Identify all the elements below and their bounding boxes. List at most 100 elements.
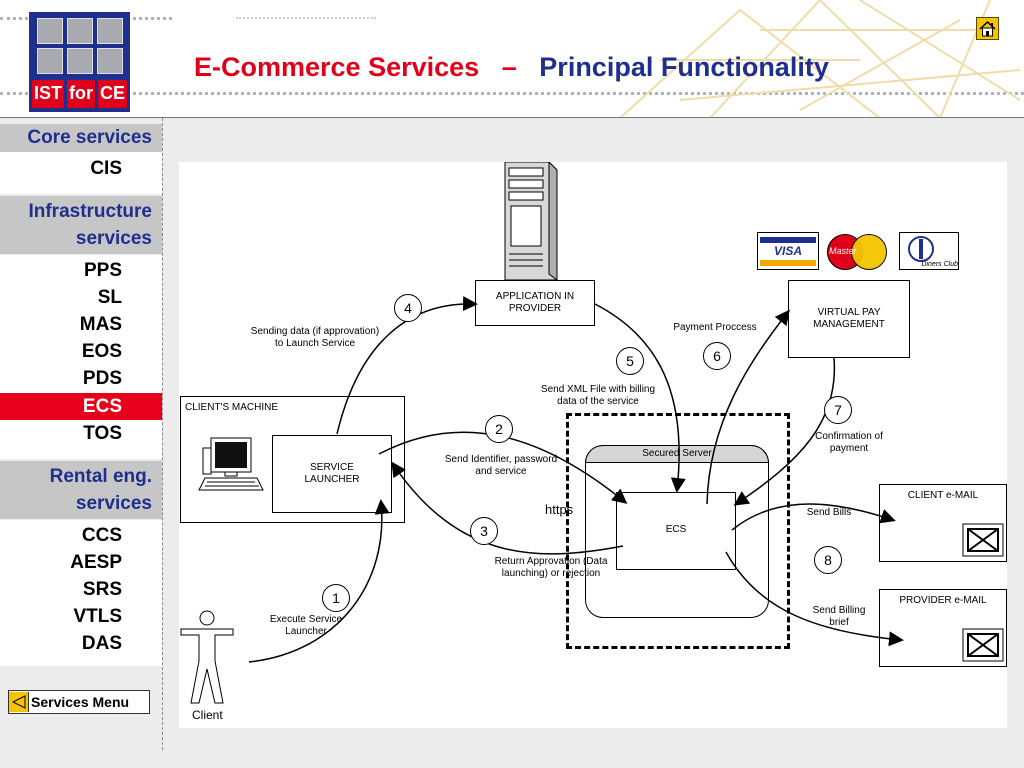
step-label: Execute Service Launcher — [255, 614, 357, 638]
heading-line: Infrastructure — [28, 201, 152, 222]
label-line: payment — [829, 443, 869, 454]
sidebar-item-mas[interactable]: MAS — [79, 314, 122, 335]
sidebar-divider — [162, 118, 163, 750]
box-label: VIRTUAL PAY — [817, 307, 881, 318]
sidebar-heading-infrastructure: Infrastructure services — [0, 196, 162, 254]
sidebar-item-vtls[interactable]: VTLS — [73, 606, 122, 627]
sidebar-group — [0, 520, 162, 666]
heading-line: services — [75, 493, 152, 514]
label-line: Send Billing — [812, 605, 866, 616]
decorative-sketch — [619, 0, 1021, 118]
box-label: CLIENT'S MACHINE — [185, 402, 279, 413]
sidebar-heading-rental: Rental eng. services — [0, 461, 162, 519]
label-line: Send Identifier, password — [444, 454, 558, 465]
sidebar-item-pps[interactable]: PPS — [83, 260, 122, 281]
sidebar: Core services CIS Infrastructure service… — [0, 118, 162, 768]
flow-arrows — [248, 296, 904, 663]
master-label: Master — [829, 246, 857, 256]
box-label: PROVIDER — [508, 303, 562, 314]
computer-icon — [198, 437, 264, 491]
back-arrow-icon — [9, 692, 29, 712]
label-line: Send XML File with billing — [540, 384, 656, 395]
label-line: and service — [475, 466, 527, 477]
step-label: Sending data (if approvation) to Launch … — [235, 326, 395, 350]
label-line: Launcher — [285, 626, 327, 637]
home-icon — [979, 20, 996, 37]
provider-email-box: PROVIDER e-MAIL — [879, 589, 1007, 667]
sidebar-item-pds[interactable]: PDS — [82, 368, 122, 389]
label-line: brief — [829, 617, 849, 628]
sidebar-group — [0, 152, 162, 194]
box-label: LAUNCHER — [304, 474, 360, 485]
client-email-box: CLIENT e-MAIL — [879, 484, 1007, 562]
step-label: Send Identifier, password and service — [427, 454, 575, 478]
title-part: Principal Functionality — [539, 52, 829, 82]
label-line: Confirmation of — [815, 431, 883, 442]
visa-label: VISA — [773, 244, 802, 258]
label-line: Execute Service — [269, 614, 343, 625]
title-dash: – — [501, 52, 517, 82]
sidebar-item-aesp[interactable]: AESP — [70, 552, 122, 573]
diners-label: Diners Club — [921, 261, 958, 268]
header: IST for CE E-Commerce Services – Princip… — [0, 0, 1024, 118]
step-label: Send XML File with billing data of the s… — [523, 384, 673, 408]
step-label: Send Bills — [806, 507, 852, 518]
label-line: Sending data (if approvation) — [250, 326, 380, 337]
title-part: E-Commerce Services — [194, 52, 480, 82]
heading-line: Rental eng. — [49, 466, 152, 487]
sidebar-item-ccs[interactable]: CCS — [81, 525, 122, 546]
step-number: 7 — [824, 396, 852, 424]
home-button[interactable] — [976, 17, 999, 40]
step-label: Confirmation of payment — [797, 431, 901, 455]
secure-zone — [566, 413, 790, 649]
visa-card-icon: VISA — [757, 232, 819, 270]
https-label: https — [545, 502, 574, 517]
envelope-icon — [962, 628, 1004, 662]
mastercard-icon: Master — [827, 232, 891, 270]
box-label: APPLICATION IN — [495, 291, 575, 302]
sidebar-group — [0, 255, 162, 459]
virtual-pay-box: VIRTUAL PAY MANAGEMENT — [788, 280, 910, 358]
client-label: Client — [192, 708, 223, 722]
box-label: ECS — [665, 524, 687, 535]
ist-for-ce-logo: IST for CE — [29, 12, 130, 112]
step-number: 8 — [814, 546, 842, 574]
sidebar-item-sl[interactable]: SL — [97, 287, 122, 308]
heading-line: services — [75, 228, 152, 249]
sidebar-item-das[interactable]: DAS — [81, 633, 122, 654]
sidebar-item-ecs[interactable]: ECS — [0, 393, 162, 420]
logo-word: for — [67, 80, 95, 108]
box-label: PROVIDER e-MAIL — [899, 595, 987, 606]
step-number: 4 — [394, 294, 422, 322]
envelope-icon — [962, 523, 1004, 557]
step-label: Return Approvation (Data launching) or r… — [477, 556, 625, 580]
label-line: to Launch Service — [274, 338, 356, 349]
services-menu-button[interactable]: Services Menu — [8, 690, 150, 714]
server-icon — [504, 162, 558, 280]
secured-server-label: Secured Server — [642, 448, 712, 459]
client-person-icon — [180, 610, 234, 704]
logo-word: IST — [31, 80, 64, 108]
step-label: Payment Proccess — [673, 322, 757, 333]
box-label: SERVICE — [310, 462, 354, 473]
label-line: data of the service — [557, 396, 639, 407]
box-label: MANAGEMENT — [813, 319, 885, 330]
services-menu-label: Services Menu — [31, 694, 130, 710]
step-number: 2 — [485, 415, 513, 443]
box-label: CLIENT e-MAIL — [907, 490, 979, 501]
sidebar-item-eos[interactable]: EOS — [81, 341, 122, 362]
step-number: 5 — [616, 347, 644, 375]
ecs-box: ECS — [616, 492, 736, 570]
sidebar-item-tos[interactable]: TOS — [83, 423, 122, 444]
step-number: 6 — [703, 342, 731, 370]
sidebar-item-srs[interactable]: SRS — [82, 579, 122, 600]
step-number: 3 — [470, 517, 498, 545]
step-label: Send Billing brief — [803, 605, 875, 629]
sidebar-heading-core: Core services — [0, 124, 162, 152]
header-divider — [0, 117, 1024, 118]
page-title: E-Commerce Services – Principal Function… — [194, 52, 829, 83]
sidebar-item-cis[interactable]: CIS — [90, 158, 122, 179]
dotted-line — [236, 17, 376, 19]
label-line: launching) or rejection — [501, 568, 601, 579]
logo-word: CE — [98, 80, 128, 108]
